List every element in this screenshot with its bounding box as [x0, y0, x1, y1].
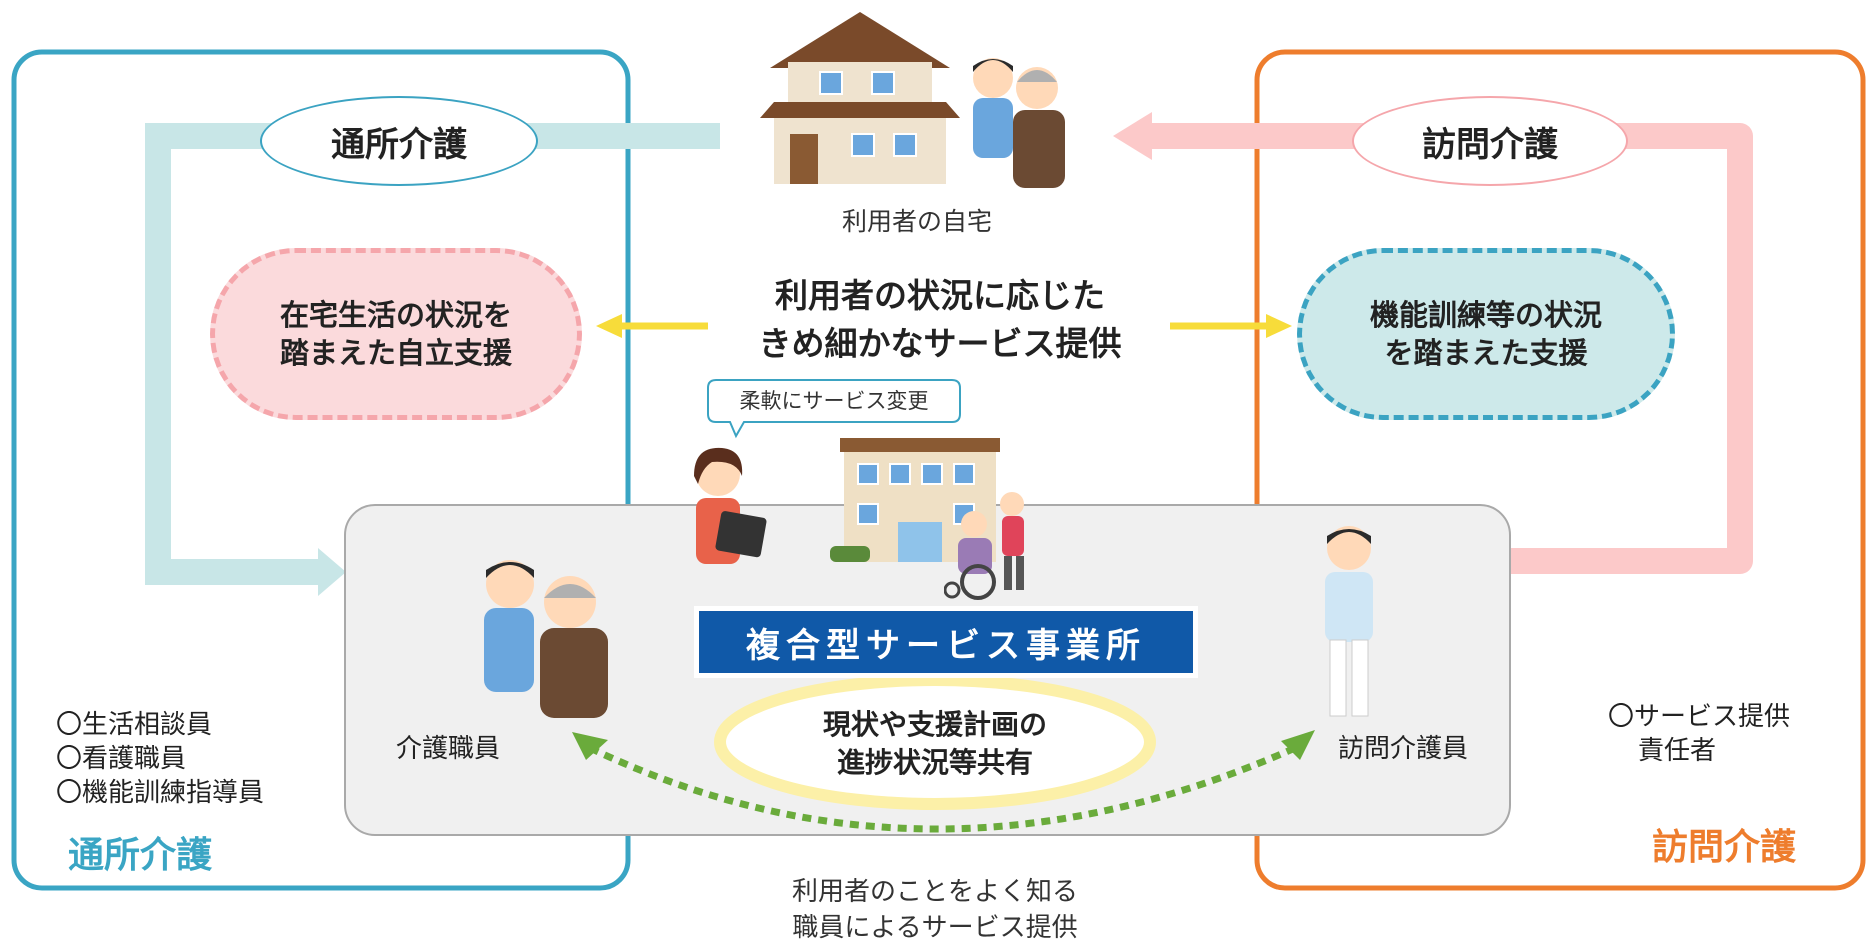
sharing-oval — [714, 674, 1156, 810]
sharing-text: 現状や支援計画の 進捗状況等共有 — [735, 706, 1135, 782]
home-visit-support-pill: 機能訓練等の状況 を踏まえた支援 — [1297, 248, 1675, 420]
home-visit-staff-list: 〇サービス提供 責任者 — [1608, 700, 1790, 768]
home-caption: 利用者の自宅 — [842, 207, 993, 236]
visit-staff-illustration — [1325, 526, 1373, 717]
yellow-arrowhead-right — [1266, 314, 1292, 338]
yellow-arrowhead-left — [596, 314, 622, 338]
home-visit-staff-line1: 〇サービス提供 — [1608, 702, 1791, 732]
staff-connector — [588, 744, 1297, 833]
day-care-staff-item: 〇機能訓練指導員 — [56, 778, 265, 808]
wheelchair-illustration — [944, 492, 1024, 600]
care-staff-illustration — [484, 560, 608, 718]
speech-bubble-shape — [707, 379, 961, 439]
speech-bubble-text: 柔軟にサービス変更 — [739, 389, 929, 413]
home-visit-box — [1254, 49, 1866, 891]
bottom-caption-line2: 職員によるサービス提供 — [792, 913, 1078, 943]
care-staff-label: 介護職員 — [396, 734, 501, 764]
home-caregiver-illustration — [973, 58, 1065, 188]
bottom-caption-line1: 利用者のことをよく知る — [791, 877, 1078, 907]
day-care-support-line2: 踏まえた自立支援 — [279, 336, 512, 370]
home-visit-staff-line2: 責任者 — [1638, 736, 1717, 766]
home-visit-support-line1: 機能訓練等の状況 — [1369, 298, 1602, 332]
connector-head-right — [1281, 730, 1315, 760]
center-message: 利用者の状況に応じた きめ細かなサービス提供 — [720, 272, 1160, 368]
connector-head-left — [572, 732, 608, 760]
center-message-line2: きめ細かなサービス提供 — [758, 324, 1122, 363]
home-visit-support-line2: を踏まえた支援 — [1384, 336, 1588, 370]
day-care-staff-item: 〇生活相談員 — [56, 710, 213, 740]
home-visit-corner-label: 訪問介護 — [1652, 827, 1797, 868]
day-care-staff-item: 〇看護職員 — [56, 744, 187, 774]
sharing-line2: 進捗状況等共有 — [836, 746, 1033, 779]
day-care-support-pill: 在宅生活の状況を 踏まえた自立支援 — [210, 248, 582, 420]
house-illustration — [760, 12, 960, 184]
home-visit-oval-label: 訪問介護 — [1352, 96, 1628, 186]
visit-staff-label: 訪問介護員 — [1338, 734, 1469, 764]
day-care-oval-label: 通所介護 — [260, 96, 538, 186]
facility-title: 複合型サービス事業所 — [699, 611, 1193, 673]
day-care-corner-label: 通所介護 — [68, 835, 213, 876]
facility-title-box: 複合型サービス事業所 — [694, 606, 1198, 678]
home-visit-oval-text: 訪問介護 — [1422, 124, 1558, 165]
sharing-line1: 現状や支援計画の — [822, 708, 1047, 741]
center-message-line1: 利用者の状況に応じた — [775, 276, 1105, 315]
facility-building-illustration — [830, 438, 1000, 562]
day-care-box — [11, 49, 631, 891]
tablet-staff-illustration — [694, 447, 767, 564]
day-care-arrowhead — [318, 548, 346, 596]
day-care-staff-list: 〇生活相談員 〇看護職員 〇機能訓練指導員 — [56, 708, 264, 810]
home-visit-arrowhead — [1113, 112, 1152, 160]
day-care-oval-text: 通所介護 — [331, 124, 467, 165]
bottom-caption: 利用者のことをよく知る 職員によるサービス提供 — [735, 874, 1135, 946]
day-care-support-line1: 在宅生活の状況を — [279, 298, 512, 332]
